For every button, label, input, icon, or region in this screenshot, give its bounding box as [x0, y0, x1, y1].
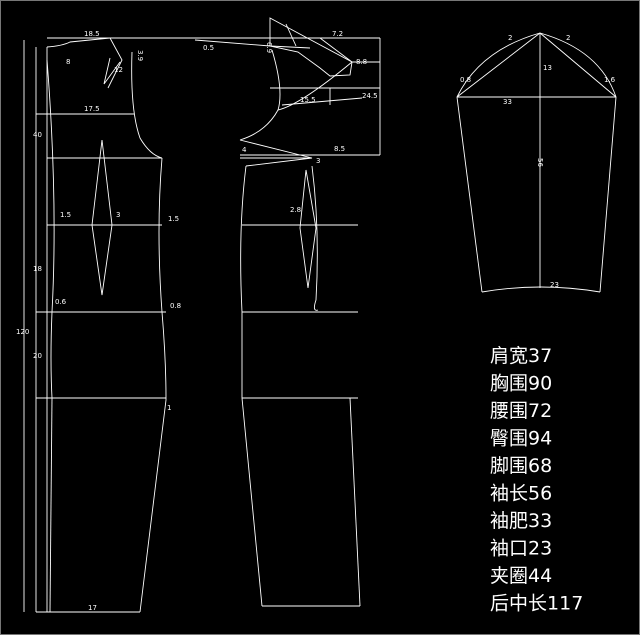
back-shoulder — [107, 37, 123, 89]
front-side-seam — [240, 165, 247, 398]
label-total-length: 120 — [16, 328, 29, 336]
measurement-name: 腰围 — [490, 400, 528, 422]
measurement-name: 袖肥 — [490, 510, 528, 532]
measurement-value: 117 — [547, 593, 583, 615]
front-neck-curve — [277, 61, 353, 111]
sleeve-label-width: 33 — [503, 98, 512, 106]
back-dart — [91, 139, 113, 296]
measurement-item: 夹圈44 — [490, 565, 552, 587]
measurement-name: 夹圈 — [490, 565, 528, 587]
measurement-value: 33 — [528, 510, 552, 532]
back-leg-inseam — [139, 398, 167, 613]
front-leg-outseam — [241, 397, 263, 607]
label-back-chest: 17.5 — [84, 105, 100, 113]
measurement-name: 肩宽 — [490, 345, 528, 367]
label-waist-to-hip: 18 — [33, 265, 42, 273]
sleeve-label-cuff: 23 — [550, 281, 559, 289]
measurement-value: 44 — [528, 565, 552, 587]
measurement-name: 脚围 — [490, 455, 528, 477]
measurement-item: 臀围94 — [490, 428, 552, 450]
sleeve-cap-left-line — [456, 32, 541, 98]
measurement-item: 袖长56 — [490, 483, 552, 505]
label-dart-width: 3 — [116, 211, 120, 219]
front-neck-piece — [269, 17, 353, 77]
label-front-shoulder: 8.8 — [356, 58, 367, 66]
measurement-item: 胸围90 — [490, 373, 552, 395]
sleeve-label-cap-left: 2 — [508, 34, 512, 42]
label-armhole-depth: 24.5 — [362, 92, 378, 100]
front-armhole — [239, 49, 281, 141]
sleeve-cuff — [481, 286, 601, 293]
measurement-name: 袖口 — [490, 538, 528, 560]
sleeve-label-right-offset: 1.6 — [604, 76, 616, 84]
measurement-value: 68 — [528, 455, 552, 477]
label-hem-width: 17 — [88, 604, 97, 612]
label-front-neck-width: 7.2 — [332, 30, 343, 38]
back-armhole — [131, 51, 163, 159]
label-front-dart-offset: 2.8 — [290, 206, 301, 214]
sleeve-label-left-offset: 0.8 — [460, 76, 471, 84]
label-back-neck-width: 18.5 — [84, 30, 100, 38]
measurement-item: 脚围68 — [490, 455, 552, 477]
front-center-seam — [311, 165, 319, 311]
back-side-seam — [158, 157, 167, 399]
label-shoulder-slope: 12 — [114, 66, 123, 74]
label-neck-depth: 3.9 — [136, 50, 144, 61]
label-side-in-left: 1.5 — [60, 211, 71, 219]
measurement-item: 袖口23 — [490, 538, 552, 560]
back-leg-outseam — [49, 397, 53, 613]
label-crotch-depth: 20 — [33, 352, 42, 360]
measurement-item: 肩宽37 — [490, 345, 552, 367]
sleeve-label-length: 56 — [536, 158, 544, 167]
measurement-value: 72 — [528, 400, 552, 422]
armhole-depth-line-2 — [281, 97, 363, 106]
back-shoulder-dart — [103, 57, 121, 85]
label-front-neck-depth: 6.9 — [265, 42, 273, 53]
front-leg-inseam — [349, 397, 361, 607]
front-dart-notch — [239, 139, 313, 167]
label-neck-drop: 8 — [66, 58, 70, 66]
label-side-in-right: 1.5 — [168, 215, 179, 223]
measurement-value: 23 — [528, 538, 552, 560]
measurement-item: 腰围72 — [490, 400, 552, 422]
front-neck-inner — [285, 23, 297, 47]
measurement-name: 袖长 — [490, 483, 528, 505]
front-neck-inner-2 — [319, 37, 353, 63]
label-waist-to-chest: 40 — [33, 131, 42, 139]
back-neckline — [46, 37, 111, 48]
label-dart-left: 4 — [242, 146, 247, 154]
sleeve-label-cap-height: 13 — [543, 64, 552, 72]
measurement-name: 胸围 — [490, 373, 528, 395]
sleeve-label-cap-right: 2 — [566, 34, 570, 42]
measurement-name: 臀围 — [490, 428, 528, 450]
label-hip-in-right: 0.8 — [170, 302, 181, 310]
measurement-value: 37 — [528, 345, 552, 367]
label-dart-right: 3 — [316, 157, 320, 165]
label-chest-front: 15.5 — [300, 96, 316, 104]
measurement-value: 94 — [528, 428, 552, 450]
label-bust-ease: 8.5 — [334, 145, 345, 153]
measurement-item: 后中长117 — [490, 593, 583, 615]
sleeve-cap-right-line — [539, 32, 617, 98]
front-dart — [299, 169, 317, 289]
measurement-value: 56 — [528, 483, 552, 505]
sleeve-cap — [456, 32, 617, 98]
measurement-item: 袖肥33 — [490, 510, 552, 532]
label-neck-offset: 0.5 — [203, 44, 214, 52]
sleeve-left-seam — [456, 96, 483, 293]
sleeve-right-seam — [599, 96, 617, 293]
label-hip-in-left: 0.6 — [55, 298, 67, 306]
measurement-value: 90 — [528, 373, 552, 395]
measurement-name: 后中长 — [490, 593, 547, 615]
label-crotch-mark: 1 — [167, 404, 171, 412]
measurement-list: 肩宽37胸围90腰围72臀围94脚围68袖长56袖肥33袖口23夹圈44后中长1… — [490, 345, 583, 615]
back-center-seam — [46, 59, 55, 399]
